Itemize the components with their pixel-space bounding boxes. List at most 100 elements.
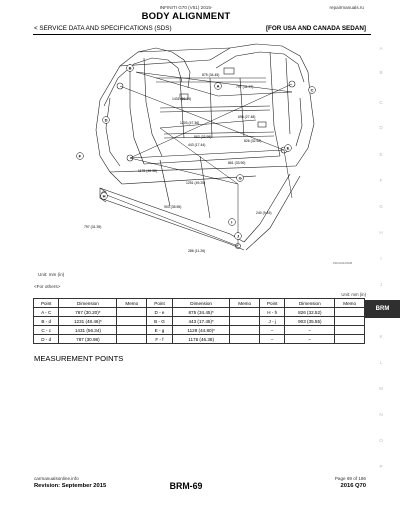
footer-site: carmanualsonline.info: [34, 476, 79, 481]
point-marker-f: F: [76, 152, 84, 160]
table-cell: [334, 325, 365, 335]
table-cell: [229, 307, 261, 317]
table-unit-note: Unit: mm (in): [341, 292, 366, 297]
point-marker-i: I: [228, 218, 236, 226]
svg-text:H: H: [103, 194, 106, 199]
side-tab-h[interactable]: H: [379, 230, 383, 235]
svg-text:E: E: [287, 146, 290, 151]
svg-text:D: D: [105, 118, 108, 123]
side-tab-j[interactable]: J: [379, 282, 383, 287]
table-cell: [334, 316, 365, 326]
side-tab-k[interactable]: K: [379, 334, 383, 339]
dimension-table: Point Dimension Memo Point Dimension Mem…: [32, 298, 365, 344]
table-cell: D - d: [32, 334, 60, 344]
svg-text:F: F: [79, 154, 82, 159]
svg-text:J: J: [237, 234, 239, 239]
dim-label: 797 (31.37): [236, 85, 253, 89]
footer-revision: Revision: September 2015: [34, 483, 107, 489]
table-cell: 903 (35.55): [284, 316, 336, 326]
table-row: D - d 787 (30.98) F - f 1178 (46.38) – –: [32, 334, 365, 344]
table-cell: J - j: [259, 316, 286, 326]
point-marker-a: A: [214, 82, 222, 90]
header-rule: [33, 33, 371, 35]
dim-label: 1203 (47.36): [180, 121, 199, 125]
side-tab-d[interactable]: D: [379, 125, 383, 130]
point-marker-e: E: [284, 144, 292, 152]
side-tab-b[interactable]: B: [379, 70, 383, 75]
table-cell: –: [259, 334, 286, 344]
table-cell: 787 (30.98): [58, 334, 118, 344]
dimension-lines: [103, 71, 293, 247]
table-cell: [229, 334, 261, 344]
table-cell: 1431 (56.34): [58, 325, 118, 335]
table-cell: 1231 (48.46)*: [58, 316, 118, 326]
diagram-code: JSKIA0123GB: [332, 261, 352, 265]
dim-label: 443 (17.44): [188, 143, 205, 147]
side-tab-e[interactable]: E: [379, 152, 383, 157]
table-cell: C - c: [32, 325, 60, 335]
table-cell: B - d: [32, 316, 60, 326]
table-cell: 767 (30.20)*: [58, 307, 118, 317]
table-cell: –: [284, 325, 336, 335]
side-tab-m[interactable]: M: [379, 386, 383, 391]
point-marker-b: B: [126, 64, 134, 72]
table-cell: [334, 334, 365, 344]
dim-label: 1178 (46.38): [138, 169, 157, 173]
dim-label: 797 (31.39): [84, 225, 101, 229]
variant-note: <For others>: [34, 284, 61, 289]
col-header: Memo: [334, 298, 365, 308]
side-tab-i[interactable]: I: [380, 256, 382, 261]
side-tab-o[interactable]: O: [379, 438, 383, 443]
table-cell: B - G: [146, 316, 173, 326]
header-model-line: INFINITI G70 (V51) 2015-: [159, 5, 213, 10]
body-alignment-diagram: 875 (34.45) 797 (31.37) 1431 (56.34) 120…: [76, 43, 316, 253]
table-cell: –: [259, 325, 286, 335]
side-tab-a[interactable]: A: [379, 46, 383, 51]
dim-label: 903 (35.55): [164, 205, 181, 209]
footer-model: 2016 Q70: [340, 483, 366, 489]
side-tab-n[interactable]: N: [379, 412, 383, 417]
page-title: BODY ALIGNMENT: [141, 11, 231, 22]
table-cell: –: [284, 334, 336, 344]
table-cell: [116, 316, 148, 326]
table-cell: 1128 (44.80)*: [171, 325, 231, 335]
dim-label: 240 (9.45): [256, 211, 271, 215]
section-breadcrumb[interactable]: < SERVICE DATA AND SPECIFICATIONS (SDS): [34, 25, 172, 32]
dim-label: 698 (27.48): [238, 115, 255, 119]
table-cell: D - e: [146, 307, 173, 317]
col-header: Dimension: [58, 298, 118, 308]
svg-text:I: I: [231, 220, 232, 225]
table-row: A - C 767 (30.20)* D - e 875 (34.45)* H …: [32, 307, 365, 317]
side-tab-f[interactable]: F: [379, 178, 383, 183]
dim-label: 286 (11.26): [188, 249, 205, 253]
table-cell: A - C: [32, 307, 60, 317]
svg-text:B: B: [129, 66, 132, 71]
table-header-row: Point Dimension Memo Point Dimension Mem…: [32, 298, 365, 308]
point-marker-d: D: [102, 116, 110, 124]
table-cell: F - f: [146, 334, 173, 344]
side-tab-g[interactable]: G: [379, 204, 383, 209]
side-tab-brm-active[interactable]: BRM: [365, 300, 400, 318]
col-header: Dimension: [171, 298, 231, 308]
table-cell: [229, 316, 261, 326]
underbody-outline: [95, 43, 315, 251]
col-header: Memo: [116, 298, 148, 308]
dim-label: 861 (33.90): [228, 161, 245, 165]
point-marker-c: C: [308, 86, 316, 94]
dim-label: 826 (32.52): [244, 139, 261, 143]
svg-text:A: A: [217, 84, 220, 89]
table-cell: 443 (17.45)*: [171, 316, 231, 326]
side-tab-p[interactable]: P: [379, 464, 383, 469]
table-cell: [229, 325, 261, 335]
svg-text:G: G: [239, 176, 242, 181]
dim-label: 875 (34.45): [202, 73, 219, 77]
table-cell: [116, 334, 148, 344]
side-tab-c[interactable]: C: [379, 100, 383, 105]
table-cell: 826 (32.52): [284, 307, 336, 317]
table-cell: 875 (34.45)*: [171, 307, 231, 317]
point-marker-h: H: [100, 192, 108, 200]
col-header: Dimension: [284, 298, 336, 308]
svg-text:C: C: [311, 88, 314, 93]
side-tab-l[interactable]: L: [379, 360, 383, 365]
